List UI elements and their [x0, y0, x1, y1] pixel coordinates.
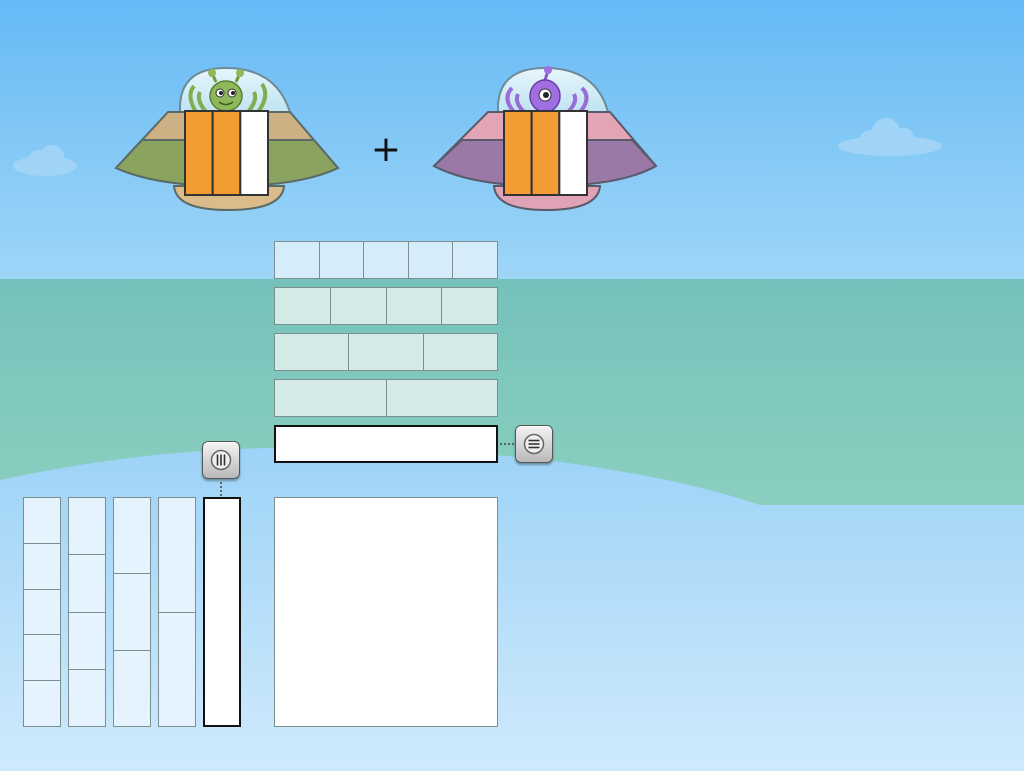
fraction-part-filled — [211, 110, 242, 196]
strip-segment — [69, 555, 105, 613]
vertical-split-icon — [210, 449, 232, 471]
strip-segment — [408, 242, 454, 278]
horizontal-strip-2[interactable] — [274, 379, 498, 417]
strip-segment — [69, 612, 105, 670]
fraction-part-filled — [184, 110, 214, 196]
strip-segment — [275, 242, 320, 278]
strip-segment — [114, 574, 150, 651]
fraction-bar-right — [503, 110, 588, 196]
alien-green-head — [209, 80, 243, 112]
fraction-part-filled — [530, 110, 561, 196]
cloud-right — [838, 118, 942, 156]
plus-operator: + — [370, 129, 402, 170]
strip-segment — [364, 242, 409, 278]
vertical-strip-3[interactable] — [113, 497, 151, 727]
horizontal-strip-1[interactable] — [274, 425, 498, 463]
fraction-part-filled — [503, 110, 533, 196]
strip-segment — [386, 380, 497, 416]
strip-segment — [24, 589, 60, 636]
vertical-strip-5[interactable] — [23, 497, 61, 727]
horizontal-split-icon — [523, 433, 545, 455]
vertical-strip-1[interactable] — [203, 497, 241, 727]
strip-segment — [349, 334, 424, 370]
strip-segment — [205, 499, 239, 725]
strip-segment — [24, 681, 60, 726]
vertical-strip-2[interactable] — [158, 497, 196, 727]
cloud-left — [13, 145, 77, 176]
strip-segment — [276, 427, 496, 461]
strip-segment — [159, 612, 195, 726]
strip-segment — [442, 288, 497, 324]
strip-segment — [330, 288, 387, 324]
horizontal-strip-4[interactable] — [274, 287, 498, 325]
whole-square-strip[interactable] — [274, 497, 498, 727]
horizontal-split-button[interactable] — [515, 425, 553, 463]
strip-segment — [69, 669, 105, 726]
strip-segment — [275, 288, 331, 324]
strip-segment — [423, 334, 497, 370]
strip-segment — [319, 242, 365, 278]
fraction-bar-left — [184, 110, 269, 196]
strip-segment — [24, 635, 60, 682]
fraction-part-empty — [239, 110, 269, 196]
vertical-strip-4[interactable] — [68, 497, 106, 727]
strip-segment — [275, 380, 387, 416]
strip-segment — [114, 498, 150, 575]
strip-segment — [114, 650, 150, 726]
strip-segment — [453, 242, 497, 278]
strip-segment — [24, 543, 60, 590]
horizontal-strip-3[interactable] — [274, 333, 498, 371]
strip-segment — [69, 498, 105, 556]
strip-segment — [275, 334, 350, 370]
strip-segment — [386, 288, 443, 324]
fraction-part-empty — [558, 110, 588, 196]
horizontal-strip-5[interactable] — [274, 241, 498, 279]
vertical-split-button[interactable] — [202, 441, 240, 479]
strip-segment — [159, 498, 195, 613]
foreground-hill — [0, 447, 1024, 771]
strip-segment — [24, 498, 60, 544]
